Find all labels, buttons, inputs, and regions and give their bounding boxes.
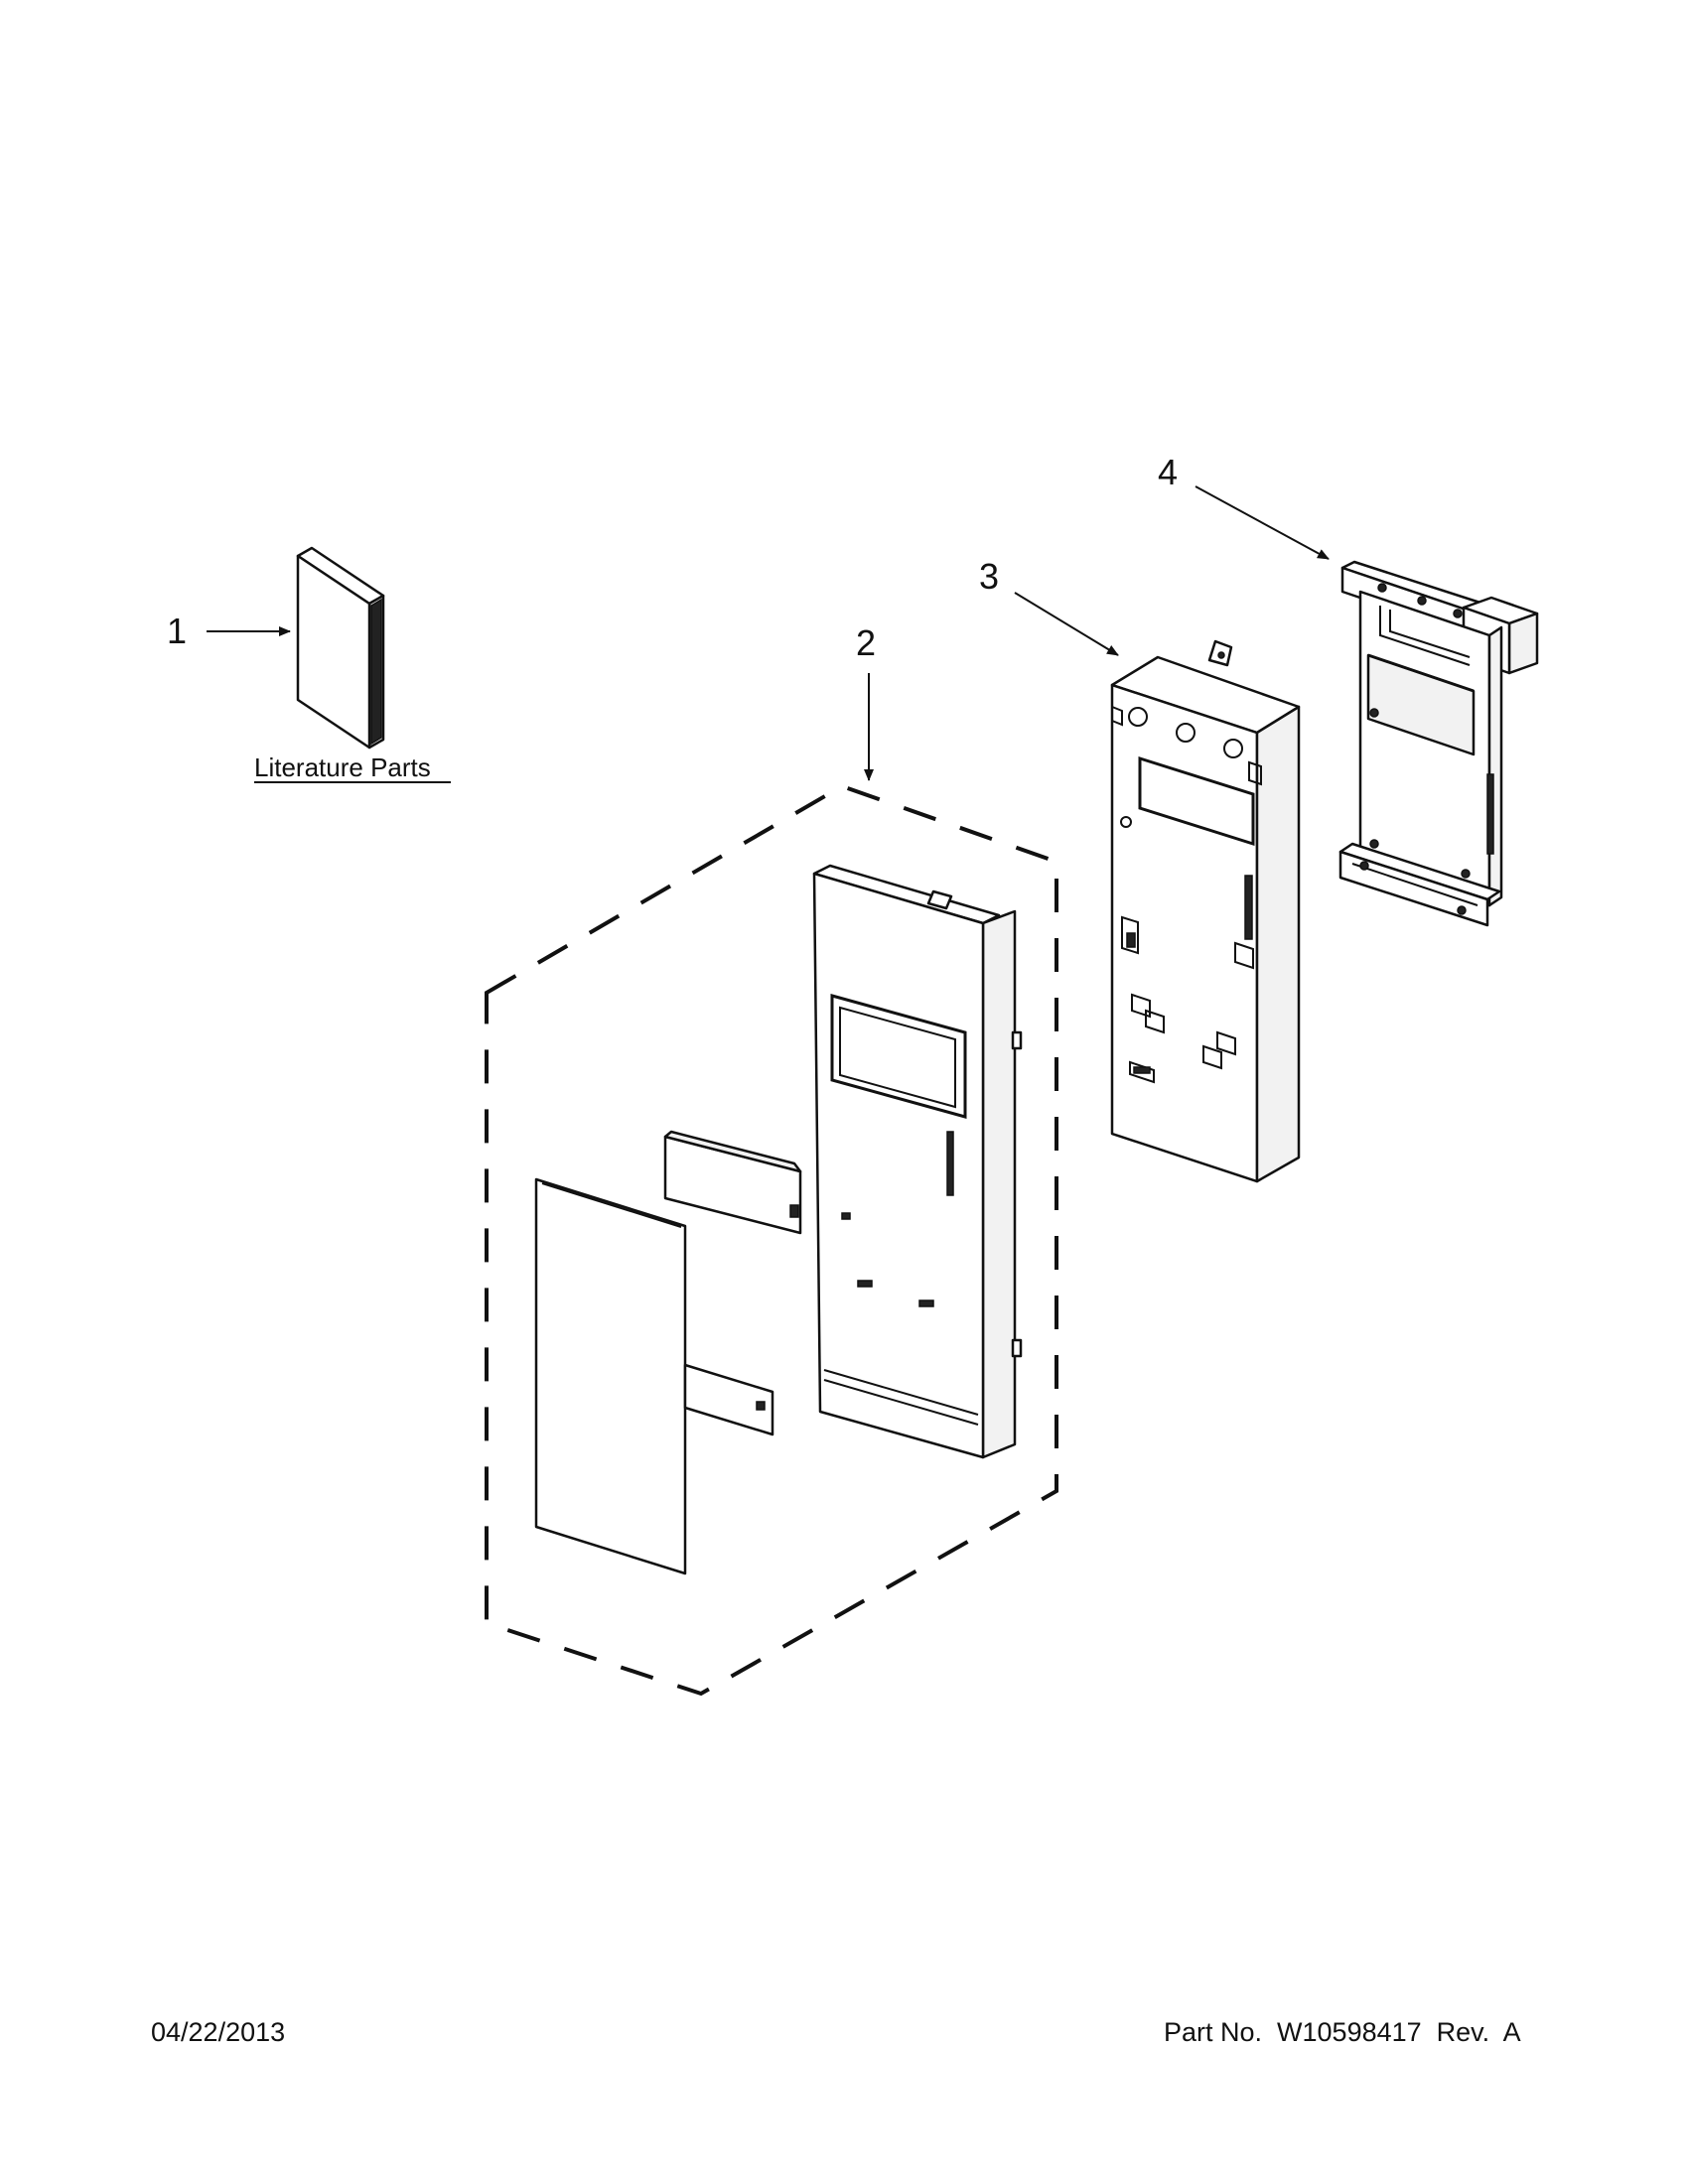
literature-booklet-icon xyxy=(296,546,385,750)
footer-part-number: Part No. W10598417 Rev. A xyxy=(1164,2017,1521,2047)
assembly-kit-boundary xyxy=(485,783,1058,1697)
control-panel-frame xyxy=(812,864,1023,1459)
literature-parts-label: Literature Parts xyxy=(254,752,431,782)
footer-date: 04/22/2013 xyxy=(151,2017,286,2047)
bracket-connector-part xyxy=(683,1363,774,1436)
callout-3-leader xyxy=(1014,592,1119,656)
display-lens-part xyxy=(663,1130,802,1235)
callout-1: 1 xyxy=(167,611,187,651)
control-board-part xyxy=(1338,560,1539,927)
panel-housing-part xyxy=(1110,639,1301,1183)
callout-2: 2 xyxy=(856,622,876,663)
callout-3: 3 xyxy=(979,556,999,597)
callout-4-leader xyxy=(1195,485,1330,560)
overlay-panel-part xyxy=(534,1177,687,1575)
callout-4: 4 xyxy=(1158,452,1178,492)
